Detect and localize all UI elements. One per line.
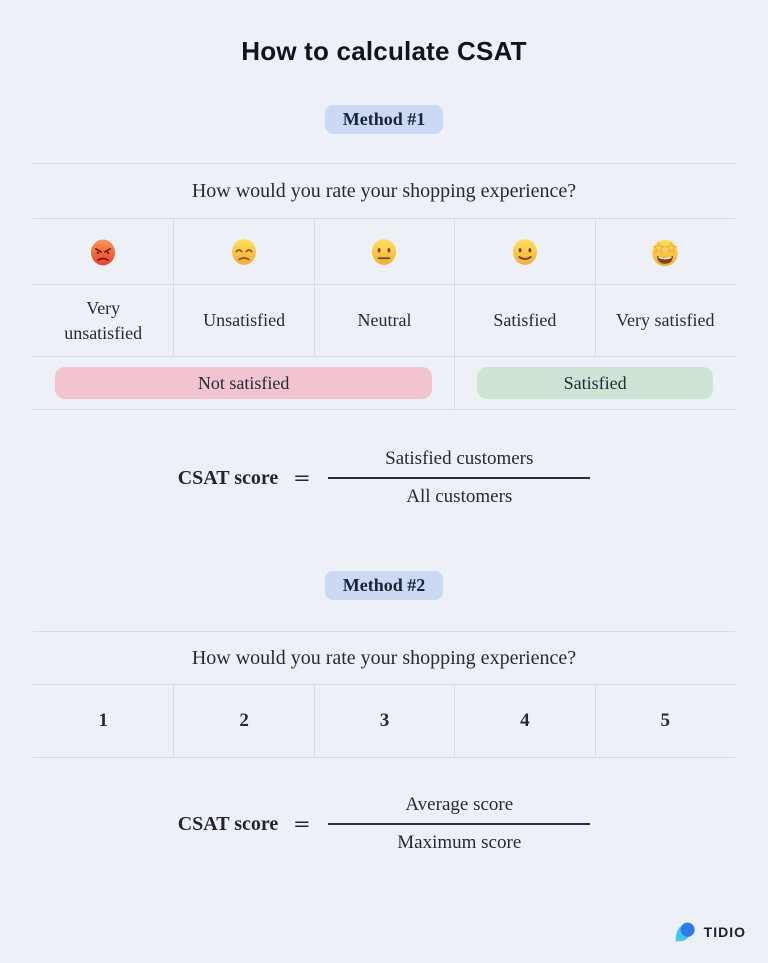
tidio-logo: TIDIO — [673, 920, 746, 944]
star-struck-face-emoji — [652, 239, 679, 266]
fraction: Satisfied customers All customers — [328, 448, 591, 508]
fraction-denominator: All customers — [406, 486, 513, 507]
fraction-bar — [328, 823, 591, 825]
rating-label: Unsatisfied — [173, 285, 313, 356]
equals-sign: = — [294, 465, 311, 490]
fraction-bar — [328, 477, 591, 479]
method1-formula: CSAT score = Satisfied customers All cus… — [0, 448, 768, 508]
scale-value: 2 — [173, 685, 313, 757]
method2-formula: CSAT score = Average score Maximum score — [0, 794, 768, 854]
scale-value: 1 — [98, 710, 108, 731]
emoji-row — [33, 219, 735, 285]
page-title: How to calculate CSAT — [241, 36, 527, 66]
satisfied-pill: Satisfied — [477, 367, 713, 399]
method1-question: How would you rate your shopping experie… — [33, 164, 735, 219]
fraction: Average score Maximum score — [328, 794, 591, 854]
neutral-face-emoji — [372, 238, 397, 265]
formula-lhs: CSAT score — [177, 466, 279, 489]
method2-badge: Method #2 — [324, 571, 444, 600]
rating-label: Very satisfied — [594, 285, 735, 356]
rating-label: Very unsatisfied — [64, 298, 143, 343]
formula-lhs: CSAT score — [177, 812, 279, 835]
tidio-logo-icon — [675, 922, 695, 942]
rating-label-row: Very unsatisfied Unsatisfied Neutral Sat… — [33, 285, 735, 357]
method1-table: How would you rate your shopping experie… — [33, 163, 735, 410]
rating-cell — [594, 219, 735, 284]
satisfied-group-cell: Satisfied — [454, 357, 735, 409]
not-satisfied-group-cell: Not satisfied — [33, 357, 454, 409]
method1-badge: Method #1 — [324, 105, 444, 134]
fraction-denominator: Maximum score — [397, 832, 522, 853]
method2-question: How would you rate your shopping experie… — [33, 632, 735, 685]
rating-cell — [454, 219, 594, 284]
rating-label: Neutral — [313, 285, 454, 356]
scale-value: 5 — [594, 685, 735, 757]
not-satisfied-pill: Not satisfied — [55, 367, 433, 399]
rating-cell — [313, 219, 454, 284]
disappointed-face-emoji — [232, 238, 257, 265]
rating-label: Satisfied — [454, 285, 594, 356]
fraction-numerator: Average score — [405, 794, 514, 815]
rating-cell — [33, 219, 173, 284]
scale-value: 3 — [313, 685, 454, 757]
scale-row: 1 2 3 4 5 — [33, 685, 735, 757]
brand-name: TIDIO — [703, 924, 746, 940]
rating-cell — [173, 219, 313, 284]
group-pill-row: Not satisfied Satisfied — [33, 357, 735, 409]
method2-table: How would you rate your shopping experie… — [33, 631, 735, 758]
scale-value: 4 — [454, 685, 594, 757]
equals-sign: = — [294, 811, 311, 836]
slightly-smiling-face-emoji — [512, 238, 537, 265]
fraction-numerator: Satisfied customers — [385, 448, 534, 469]
pouting-face-emoji — [91, 239, 116, 265]
